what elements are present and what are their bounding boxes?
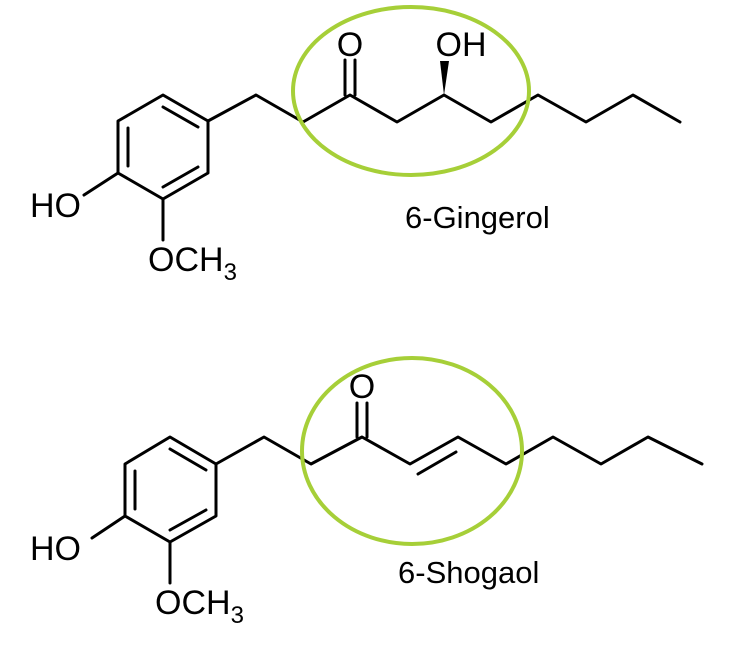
gingerol-compound-name: 6-Gingerol [405, 200, 550, 235]
shogaol-alkene-double-bond [416, 450, 458, 476]
gingerol-aromatic-bond [161, 165, 200, 189]
shogaol-methoxy-label: OCH3 [155, 584, 244, 629]
shogaol-structure: HO OCH3 O 6-Shogaol [30, 356, 704, 629]
shogaol-benzene-ring [123, 435, 218, 544]
shogaol-compound-name: 6-Shogaol [398, 555, 539, 590]
gingerol-carbonyl-label: O [337, 26, 363, 64]
shogaol-methoxy-subscript: 3 [231, 602, 244, 629]
gingerol-methoxy-text: OCH [148, 241, 224, 279]
gingerol-hydroxy-bond [82, 171, 120, 197]
gingerol-methoxy-subscript: 3 [224, 259, 237, 286]
shogaol-carbonyl-label: O [349, 368, 375, 406]
gingerol-hydroxy-label: HO [30, 187, 81, 225]
gingerol-side-chain [206, 93, 682, 124]
shogaol-highlight-circle [300, 356, 524, 546]
shogaol-hydroxy-label: HO [30, 530, 81, 568]
gingerol-wedge-bond [440, 61, 449, 95]
gingerol-structure: HO OCH3 O OH 6-Gingerol [30, 5, 682, 286]
shogaol-hydroxy-bond [90, 514, 127, 540]
gingerol-benzene-ring [116, 93, 210, 201]
shogaol-methoxy-text: OCH [155, 584, 231, 622]
shogaol-aromatic-bond [168, 447, 208, 472]
gingerol-aromatic-bond [161, 105, 200, 129]
gingerol-highlight-circle [291, 5, 531, 177]
shogaol-aromatic-bond [168, 508, 208, 532]
gingerol-side-hydroxy-label: OH [436, 26, 487, 64]
gingerol-methoxy-label: OCH3 [148, 241, 237, 286]
shogaol-side-chain [214, 435, 704, 466]
